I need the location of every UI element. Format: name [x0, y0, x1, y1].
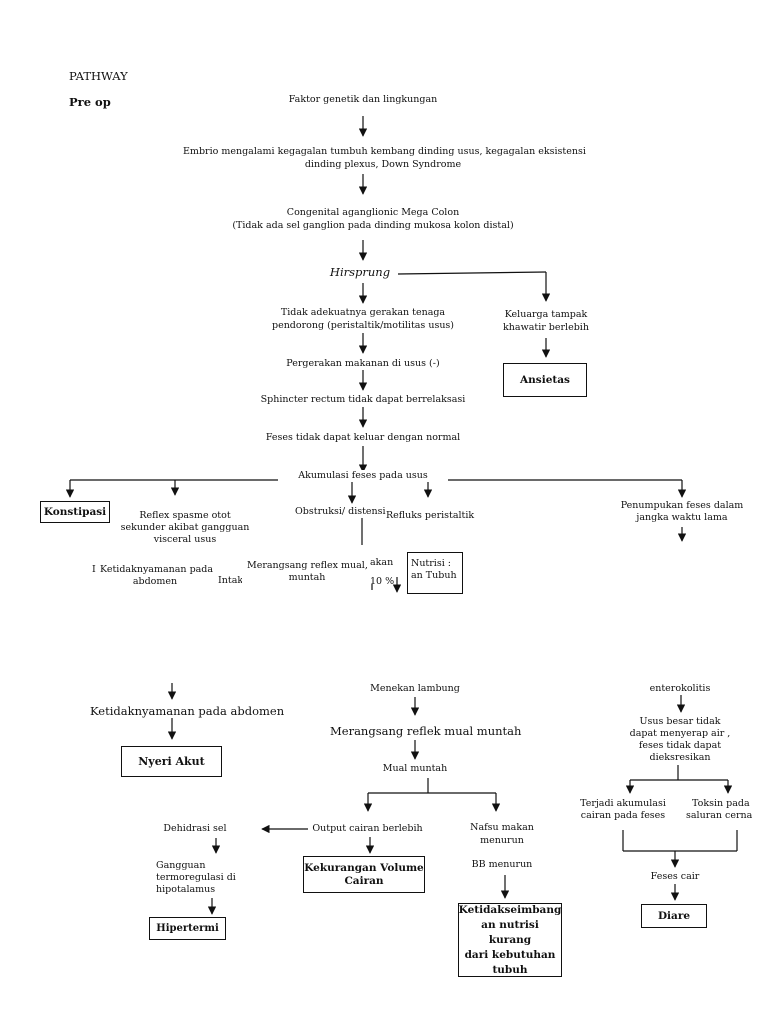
node-merangsang-top-line1: Merangsang reflex mual,: [247, 560, 368, 571]
node-nafsu-line1: Nafsu makan: [470, 822, 534, 833]
diagnosis-kekurangan-volume-cairan: Kekurangan Volume Cairan: [303, 856, 425, 893]
node-genetic: Faktor genetik dan lingkungan: [288, 94, 438, 105]
occluding-panel: [242, 548, 362, 588]
node-toksin-line1: Toksin pada: [692, 798, 750, 809]
node-feses-tidak: Feses tidak dapat keluar dengan normal: [265, 432, 461, 443]
node-reflex-line1: Reflex spasme otot: [139, 510, 231, 521]
node-merangsang-top-line2: muntah: [288, 572, 326, 583]
fragment-nutrisi-line1: Nutrisi :: [411, 558, 451, 569]
node-usus-line2: dapat menyerap air ,: [629, 728, 731, 739]
ketidakseimbangan-line4: tubuh: [492, 963, 528, 976]
fragment-mark: I: [92, 564, 96, 575]
fragment-nutrisi-box: [407, 552, 463, 594]
node-congenital-line1: Congenital aganglionic Mega Colon: [286, 207, 460, 218]
node-merangsang-bottom: Merangsang reflek mual muntah: [330, 724, 522, 738]
node-keluarga-line2: khawatir berlebih: [503, 322, 589, 333]
node-menekan: Menekan lambung: [370, 683, 460, 694]
section-label-preop: Pre op: [69, 95, 111, 109]
hirsprung-branch-line: [397, 271, 547, 275]
node-akumulasi: Akumulasi feses pada usus: [278, 470, 448, 482]
node-sphincter: Sphincter rectum tidak dapat berrelaksas…: [260, 394, 466, 405]
node-penumpukan-line1: Penumpukan feses dalam: [620, 500, 744, 511]
diagnosis-konstipasi: Konstipasi: [40, 501, 110, 523]
node-ketidak-top-line2: abdomen: [132, 576, 178, 587]
diagnosis-ketidakseimbangan-nutrisi: Ketidakseimbang an nutrisi kurang dari k…: [458, 903, 562, 977]
diagnosis-ansietas: Ansietas: [503, 363, 587, 397]
node-ketidak-bottom: Ketidaknyamanan pada abdomen: [90, 704, 285, 718]
node-ketidak-top-line1: Ketidaknyamanan pada: [100, 564, 214, 575]
fragment-intake: Intake: [218, 575, 249, 586]
node-terjadi-line1: Terjadi akumulasi: [580, 798, 666, 809]
fragment-nutrisi-line2: an Tubuh: [411, 570, 457, 581]
node-embrio-line1: Embrio mengalami kegagalan tumbuh kemban…: [183, 146, 586, 157]
node-gangguan-line1: Gangguan: [156, 860, 206, 871]
node-output: Output cairan berlebih: [312, 823, 423, 834]
node-mual: Mual muntah: [382, 763, 448, 774]
node-keluarga-line1: Keluarga tampak: [504, 309, 588, 320]
node-pergerakan: Pergerakan makanan di usus (-): [286, 358, 440, 369]
node-usus-line3: feses tidak dapat: [638, 740, 722, 751]
node-refluks: Refluks peristaltik: [386, 510, 475, 521]
node-terjadi-line2: cairan pada feses: [580, 810, 666, 821]
node-hirsprung: Hirsprung: [329, 265, 391, 279]
node-reflex-line2: sekunder akibat gangguan: [120, 522, 250, 533]
node-usus-line1: Usus besar tidak: [639, 716, 721, 727]
ketidakseimbangan-line3: dari kebutuhan: [464, 948, 556, 961]
fragment-akan: akan: [370, 557, 394, 568]
node-obstruksi: Obstruksi/ distensi: [295, 506, 386, 518]
node-penumpukan-line2: jangka waktu lama: [636, 512, 728, 523]
kekurangan-line1: Kekurangan Volume: [304, 861, 424, 874]
node-gangguan-line3: hipotalamus: [156, 884, 216, 895]
node-feses-cair: Feses cair: [650, 871, 700, 882]
node-gangguan-line2: termoregulasi di: [156, 872, 236, 883]
kekurangan-line2: Cairan: [344, 874, 384, 887]
node-nafsu-line2: menurun: [480, 835, 524, 846]
diagnosis-nyeri-akut: Nyeri Akut: [121, 746, 222, 777]
node-dehidrasi: Dehidrasi sel: [163, 823, 227, 834]
node-tidak-adekuat-line1: Tidak adekuatnya gerakan tenaga: [280, 307, 446, 318]
node-usus-line4: dieksresikan: [649, 752, 711, 763]
node-toksin-line2: saluran cerna: [686, 810, 753, 821]
page-title: PATHWAY: [69, 69, 128, 83]
ketidakseimbangan-line1: Ketidakseimbang: [458, 903, 562, 916]
ketidakseimbangan-line2: an nutrisi kurang: [481, 918, 539, 946]
diagnosis-diare: Diare: [641, 904, 707, 928]
node-embrio-line2: dinding plexus, Down Syndrome: [304, 159, 462, 170]
node-reflex-line3: visceral usus: [153, 534, 217, 545]
fragment-persen: 10 %: [370, 576, 395, 587]
node-tidak-adekuat-line2: pendorong (peristaltik/motilitas usus): [271, 320, 455, 331]
node-enterokolitis: enterokolitis: [649, 683, 711, 694]
node-congenital-line2: (Tidak ada sel ganglion pada dinding muk…: [232, 220, 514, 231]
node-bb: BB menurun: [471, 859, 533, 870]
diagnosis-hipertermi: Hipertermi: [149, 917, 226, 940]
